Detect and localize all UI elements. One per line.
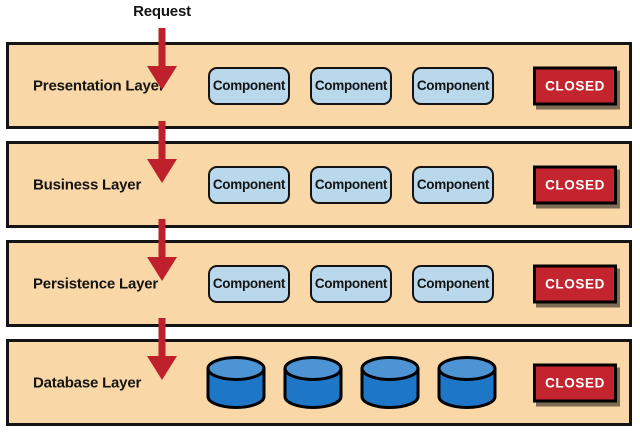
layer-label: Business Layer (33, 176, 142, 193)
layer-business: Business Layer Component Component Compo… (6, 141, 632, 228)
database-cylinder-icon (283, 355, 343, 409)
component-box: Component (412, 264, 494, 303)
layer-database: Database Layer CLOSED (6, 339, 632, 426)
component-box: Component (310, 264, 392, 303)
components-row: Component Component Component (208, 66, 494, 105)
component-box: Component (310, 66, 392, 105)
component-box: Component (208, 165, 290, 204)
component-box: Component (208, 66, 290, 105)
request-arrow-icon (147, 121, 177, 183)
layer-persistence: Persistence Layer Component Component Co… (6, 240, 632, 327)
component-box: Component (310, 165, 392, 204)
closed-badge: CLOSED (533, 264, 617, 303)
components-row: Component Component Component (208, 264, 494, 303)
layer-label: Database Layer (33, 374, 142, 391)
request-arrow-icon (147, 219, 177, 281)
database-cylinder-icon (206, 355, 266, 409)
closed-badge: CLOSED (533, 66, 617, 105)
component-box: Component (208, 264, 290, 303)
request-arrow-icon (147, 318, 177, 380)
database-cylinder-icon (360, 355, 420, 409)
layer-presentation: Presentation Layer Component Component C… (6, 42, 632, 129)
layer-label: Presentation Layer (33, 77, 165, 94)
closed-badge: CLOSED (533, 363, 617, 402)
closed-badge: CLOSED (533, 165, 617, 204)
request-arrow-icon (147, 28, 177, 90)
database-row (205, 355, 498, 410)
request-label: Request (133, 3, 191, 20)
components-row: Component Component Component (208, 165, 494, 204)
layer-label: Persistence Layer (33, 275, 159, 292)
component-box: Component (412, 165, 494, 204)
database-cylinder-icon (437, 355, 497, 409)
component-box: Component (412, 66, 494, 105)
